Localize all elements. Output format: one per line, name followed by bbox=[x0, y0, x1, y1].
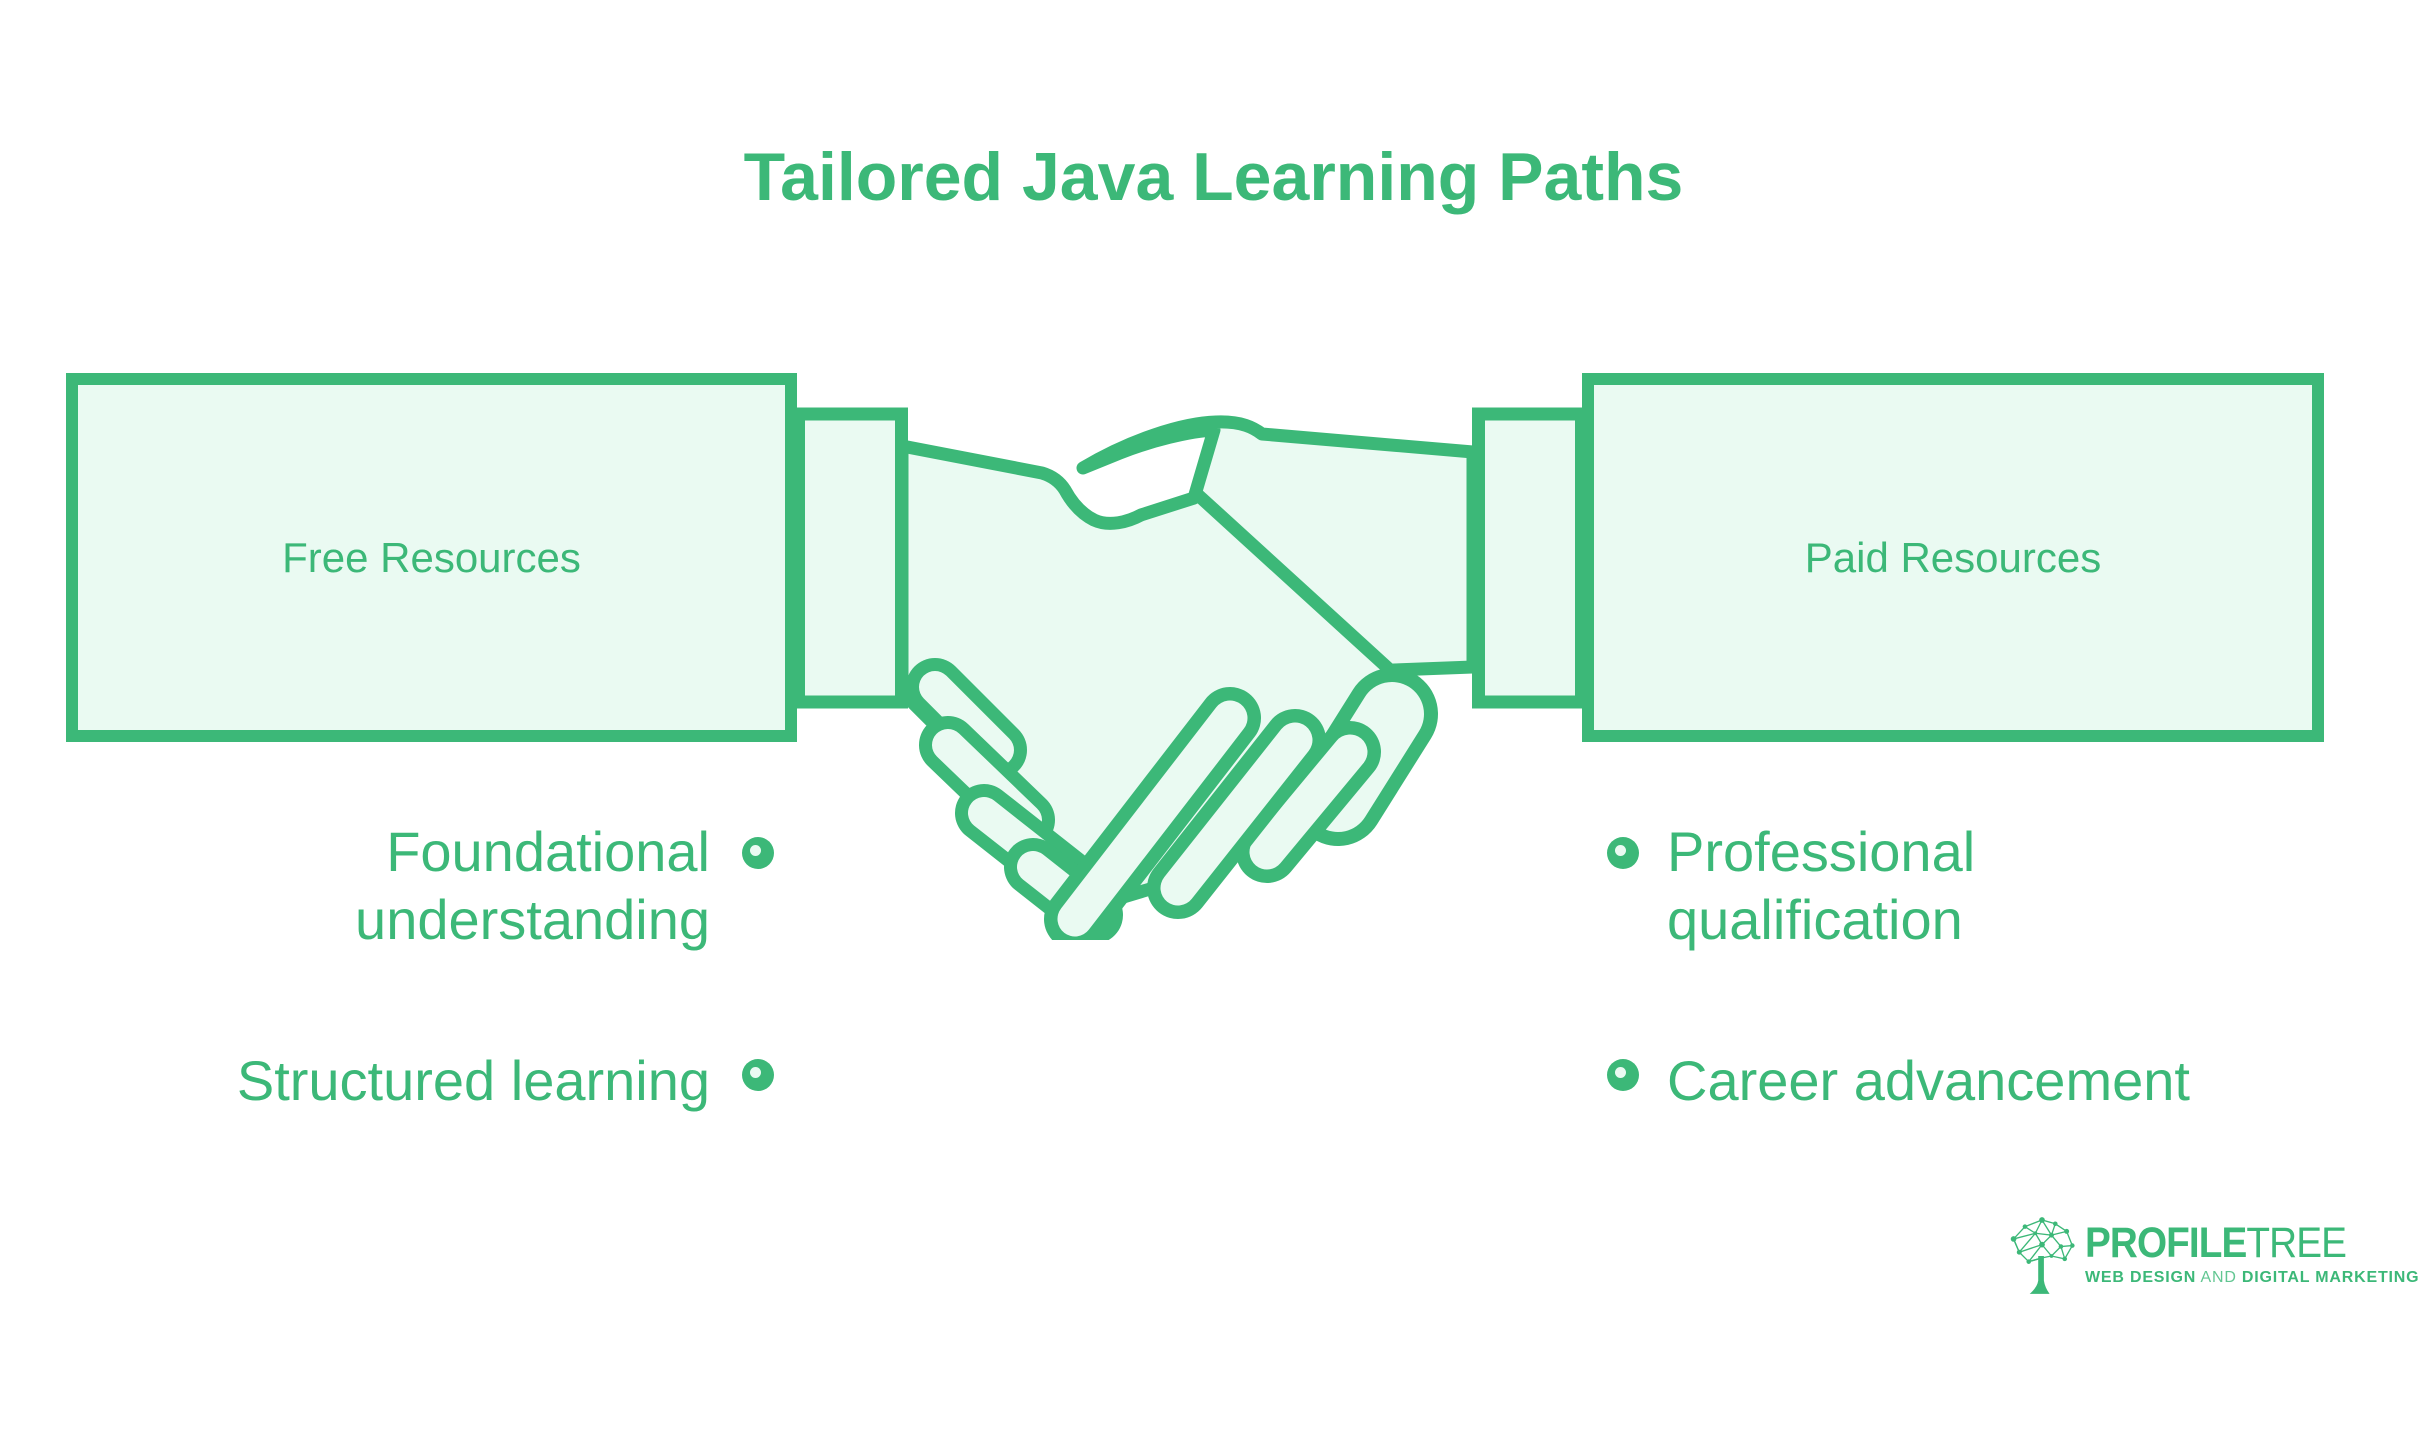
bullet-foundational-understanding: Foundational understanding bbox=[355, 820, 710, 951]
hand-crease-line bbox=[1191, 488, 1397, 677]
tagline-digital-marketing: DIGITAL MARKETING bbox=[2241, 1269, 2420, 1286]
network-tree-icon bbox=[2010, 1217, 2075, 1294]
logo-tagline: WEB DESIGN AND DIGITAL MARKETING bbox=[2085, 1269, 2419, 1287]
right-cuff bbox=[1472, 407, 1588, 709]
bullet-career-advancement: Career advancement bbox=[1667, 1049, 2190, 1112]
free-resources-label: Free Resources bbox=[282, 533, 581, 581]
left-cuff bbox=[792, 407, 908, 709]
paid-resources-box: Paid Resources bbox=[1582, 373, 2324, 742]
tagline-web-design: WEB DESIGN bbox=[2085, 1269, 2197, 1286]
paid-resources-label: Paid Resources bbox=[1804, 533, 2102, 581]
handshake-icon bbox=[792, 407, 1588, 940]
donut-bullet-icon bbox=[1607, 1059, 1639, 1091]
bullet-structured-learning: Structured learning bbox=[236, 1049, 710, 1112]
logo-word-tree: TREE bbox=[2246, 1219, 2347, 1267]
donut-bullet-icon bbox=[742, 1059, 774, 1091]
logo-wordmark: PROFILETREE bbox=[2085, 1222, 2386, 1265]
donut-bullet-icon bbox=[742, 837, 774, 869]
logo-text-column: PROFILETREE WEB DESIGN AND DIGITAL MARKE… bbox=[2085, 1214, 2419, 1287]
donut-bullet-icon bbox=[1607, 837, 1639, 869]
bullet-professional-qualification: Professional qualification bbox=[1667, 820, 1976, 951]
page-title: Tailored Java Learning Paths bbox=[743, 139, 1684, 215]
profiletree-logo: PROFILETREE WEB DESIGN AND DIGITAL MARKE… bbox=[2006, 1214, 2419, 1298]
tagline-and: AND bbox=[2196, 1269, 2242, 1286]
wrapping-fingers bbox=[1044, 668, 1438, 940]
free-resources-box: Free Resources bbox=[66, 373, 797, 742]
logo-word-profile: PROFILE bbox=[2085, 1219, 2247, 1267]
